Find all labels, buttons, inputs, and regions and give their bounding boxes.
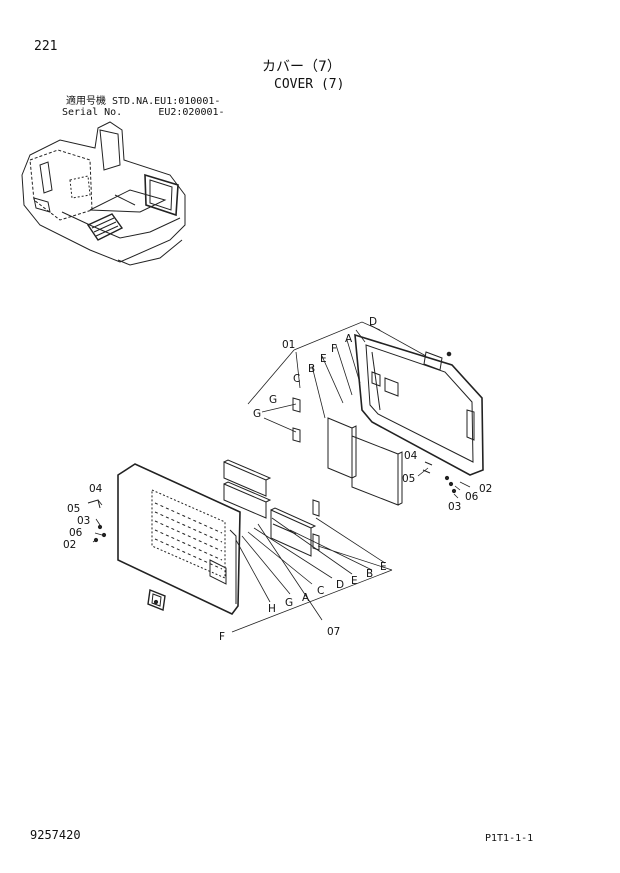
- callout-07: 07: [327, 626, 340, 638]
- callout-E: E: [351, 575, 358, 587]
- callout-05: 05: [67, 503, 80, 515]
- callout-C: C: [293, 373, 300, 385]
- title-japanese: カバー（7）: [262, 59, 341, 75]
- callout-06: 06: [465, 491, 479, 503]
- callout-G: G: [285, 597, 293, 609]
- callout-F: F: [219, 631, 225, 643]
- callout-F: F: [331, 343, 337, 355]
- serial-number-line: Serial No. EU2:020001-: [62, 107, 225, 118]
- callout-02: 02: [479, 483, 492, 495]
- callout-04: 04: [89, 483, 103, 495]
- insulation-pads-right: [292, 397, 457, 551]
- callout-01: 01: [282, 339, 295, 351]
- callout-D: D: [336, 579, 344, 591]
- callout-A: A: [345, 333, 353, 345]
- callout-04: 04: [404, 450, 418, 462]
- callout-B: B: [366, 568, 373, 580]
- callout-G: G: [253, 408, 261, 420]
- callout-A: A: [302, 592, 310, 604]
- callout-E: E: [320, 353, 327, 365]
- callout-labels: 01 D A F E B C G G 04 05 02 06 03 04 05 …: [63, 316, 492, 643]
- callout-06: 06: [69, 527, 83, 539]
- serial-applicable-line: 適用号機 STD.NA.EU1:010001-: [66, 96, 221, 107]
- callout-C: C: [317, 585, 324, 597]
- callout-03: 03: [448, 501, 461, 513]
- door-frame-assembly: [354, 333, 484, 476]
- foam-strips: [223, 459, 317, 557]
- title-english: COVER (7): [274, 77, 345, 92]
- callout-D: D: [369, 316, 377, 328]
- callout-B: B: [308, 363, 315, 375]
- callout-03: 03: [77, 515, 90, 527]
- side-cover-panel: [87, 463, 241, 616]
- machine-overview-sketch: [21, 121, 186, 266]
- callout-05: 05: [402, 473, 415, 485]
- callout-02: 02: [63, 539, 76, 551]
- callout-G: G: [269, 394, 277, 406]
- callout-E: E: [380, 561, 387, 573]
- leader-lines: [92, 321, 471, 633]
- callout-H: H: [268, 603, 276, 615]
- page-number: 221: [34, 39, 58, 54]
- page-reference: P1T1-1-1: [485, 833, 534, 844]
- document-id: 9257420: [30, 828, 81, 842]
